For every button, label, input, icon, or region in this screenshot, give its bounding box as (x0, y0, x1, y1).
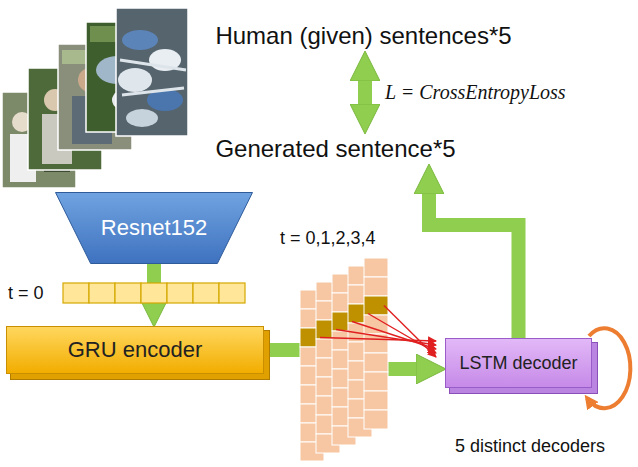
vector-cell (219, 283, 245, 303)
vector-cell (63, 283, 89, 303)
node-text: LSTM decoder (459, 353, 577, 374)
flow-arrow (264, 350, 416, 369)
node-text: Human (given) sentences*5 (215, 22, 511, 50)
hidden-state-columns (300, 258, 388, 461)
flow-arrow (358, 81, 372, 104)
encoder-box: GRU encoder (6, 326, 264, 374)
vector-cell (89, 283, 115, 303)
state-cell (364, 410, 388, 429)
state-cell (364, 277, 388, 296)
attention-arrows (320, 306, 436, 358)
state-cell (364, 372, 388, 391)
photo-stack (2, 8, 188, 188)
vector-cell (141, 283, 167, 303)
annotation-label: t = 0 (8, 283, 44, 304)
photo (116, 8, 188, 136)
attention-arrow (384, 306, 436, 358)
node-text: GRU encoder (68, 337, 203, 362)
node-text: Resnet152 (101, 215, 207, 240)
annotation-label: 5 distinct decoders (455, 436, 605, 457)
vector-cell (193, 283, 219, 303)
state-cell (364, 353, 388, 372)
trapezoid-outline (56, 193, 253, 264)
annotation-label: t = 0,1,2,3,4 (280, 228, 376, 249)
feature-vector (63, 283, 245, 303)
generated-sentences: Generated sentence*5 (212, 133, 459, 165)
state-cell (364, 258, 388, 277)
target-sentences: Human (given) sentences*5 (212, 20, 515, 52)
state-column (364, 258, 388, 429)
flow-arrow (429, 194, 519, 338)
decoder-box: LSTM decoder (445, 338, 592, 388)
loop-arrow (587, 328, 630, 408)
state-cell (364, 391, 388, 410)
vector-cell (167, 283, 193, 303)
node-text: Generated sentence*5 (215, 135, 455, 163)
vector-cell (115, 283, 141, 303)
cnn-trapezoid: Resnet152 (55, 192, 253, 264)
loss-label: L = CrossEntropyLoss (385, 81, 566, 104)
